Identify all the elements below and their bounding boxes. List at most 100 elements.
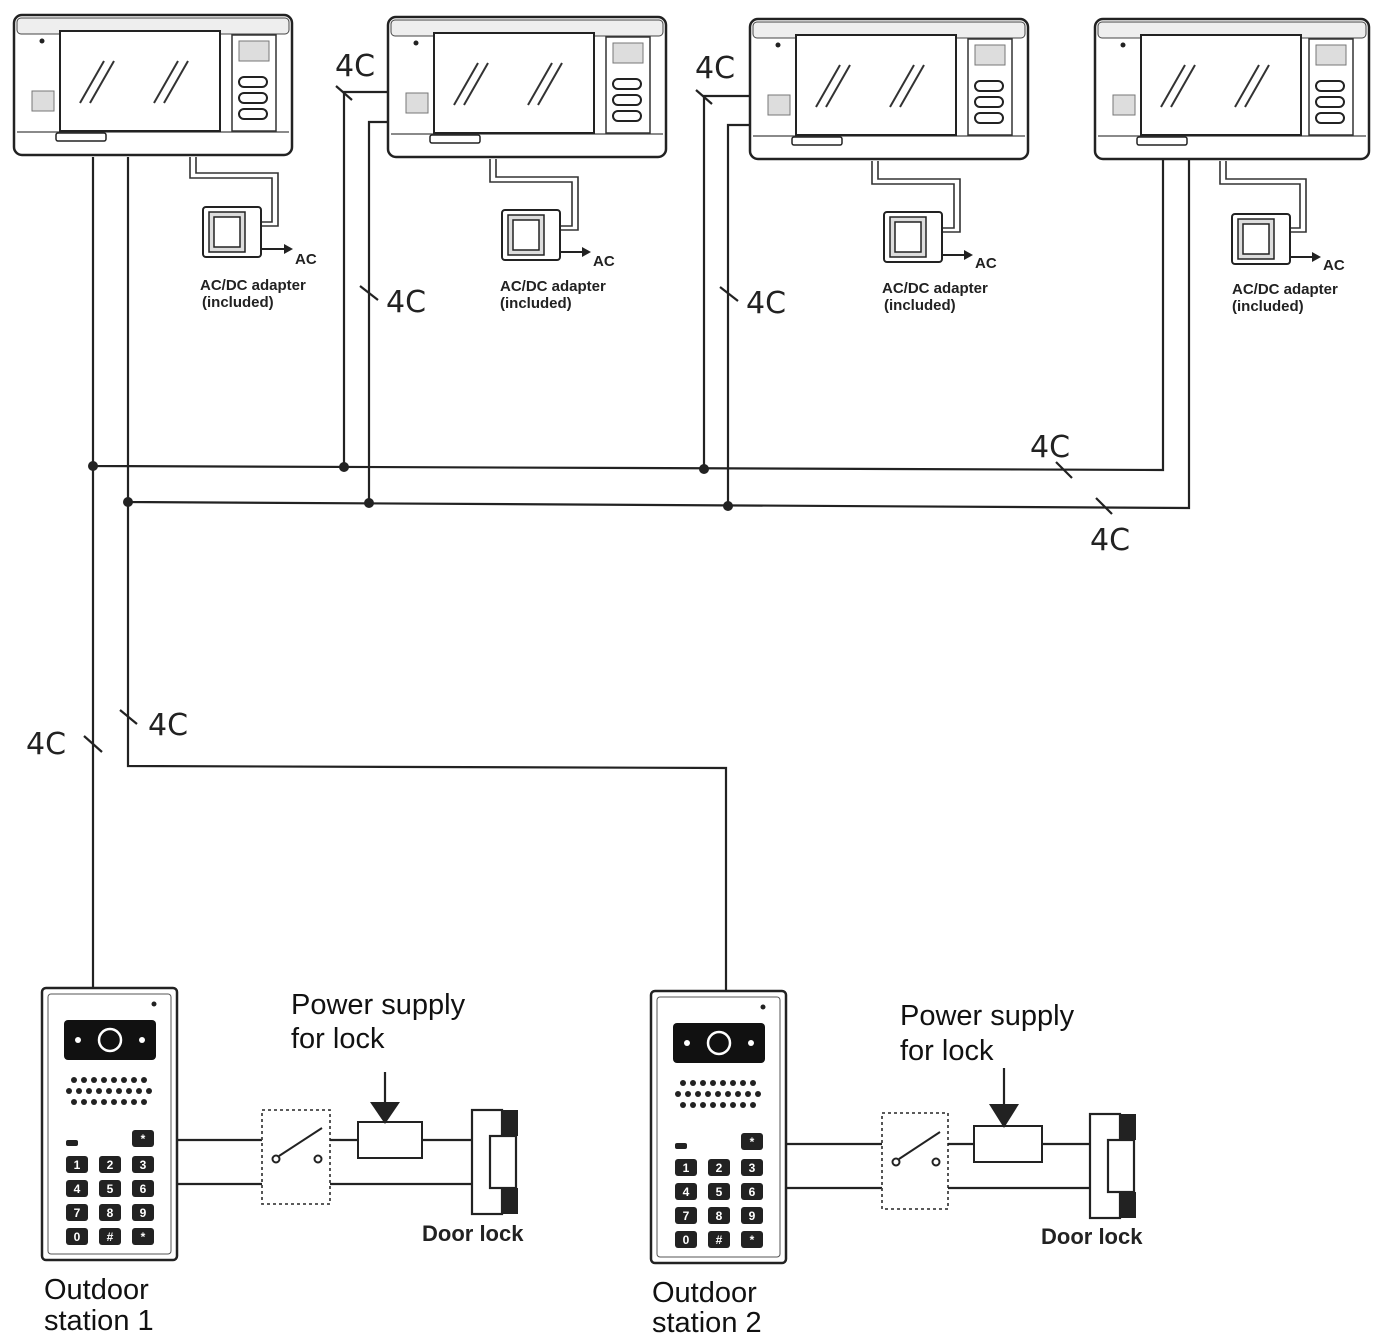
speaker-grille — [675, 1080, 761, 1108]
keypad-key[interactable]: 5 — [99, 1180, 121, 1197]
ac-dc-adapter-3: AC AC/DC adapter (included) — [871, 161, 997, 314]
cable-tick — [119, 709, 138, 725]
adapter-label: AC/DC adapter — [200, 277, 306, 294]
svg-text:2: 2 — [716, 1161, 723, 1175]
svg-text:3: 3 — [749, 1161, 756, 1175]
svg-text:7: 7 — [74, 1206, 81, 1220]
adapter-label: AC/DC adapter — [882, 280, 988, 297]
ac-dc-adapter-1: AC AC/DC adapter (included) — [189, 157, 317, 311]
keypad-key[interactable]: 9 — [741, 1207, 763, 1224]
keypad-key[interactable]: 9 — [132, 1204, 154, 1221]
ac-label: AC — [975, 255, 997, 272]
arrow-down-icon — [989, 1104, 1019, 1128]
keypad-key[interactable]: 2 — [708, 1159, 730, 1176]
cable-tick — [719, 286, 739, 302]
monitor-button — [238, 76, 268, 88]
adapter-included-label: (included) — [202, 294, 274, 311]
svg-text:5: 5 — [716, 1185, 723, 1199]
cable-label: 4C — [26, 727, 66, 762]
svg-text:5: 5 — [107, 1182, 114, 1196]
adapter-label: AC/DC adapter — [500, 278, 606, 295]
indoor-monitor-2 — [386, 15, 668, 159]
keypad-key[interactable]: * — [132, 1130, 154, 1147]
keypad-key[interactable]: * — [132, 1228, 154, 1245]
adapter-label: AC/DC adapter — [1232, 281, 1338, 298]
keypad-key[interactable]: 4 — [66, 1180, 88, 1197]
monitor-2-drop-a — [342, 90, 388, 467]
monitor-2-drop-b — [367, 120, 388, 503]
svg-text:*: * — [141, 1230, 146, 1244]
outdoor-station-2: * 1 2 3 4 5 6 7 8 9 0 # * — [649, 989, 788, 1265]
keypad-key[interactable]: * — [741, 1231, 763, 1248]
junction-dot — [123, 497, 133, 507]
cable-label: 4C — [1030, 430, 1070, 465]
svg-text:6: 6 — [140, 1182, 147, 1196]
monitor-screen — [59, 30, 221, 132]
keypad-key[interactable]: * — [741, 1133, 763, 1150]
svg-text:#: # — [716, 1233, 723, 1247]
svg-text:9: 9 — [140, 1206, 147, 1220]
junction-dot — [88, 461, 98, 471]
keypad-key[interactable]: 3 — [132, 1156, 154, 1173]
ac-label: AC — [295, 251, 317, 268]
ac-label: AC — [1323, 257, 1345, 274]
keypad-key[interactable]: 2 — [99, 1156, 121, 1173]
svg-text:2: 2 — [107, 1158, 114, 1172]
monitor-screen — [433, 32, 595, 134]
cable-tick — [695, 89, 713, 105]
cable-tick — [359, 285, 379, 301]
keypad-key[interactable]: # — [708, 1231, 730, 1248]
monitor-button — [612, 110, 642, 122]
power-supply-label: Power supply — [291, 989, 466, 1021]
svg-text:4: 4 — [683, 1185, 690, 1199]
monitor-button — [238, 92, 268, 104]
monitor-screen — [1140, 34, 1302, 136]
cable-label: 4C — [148, 708, 188, 743]
keypad-key[interactable]: 0 — [675, 1231, 697, 1248]
svg-text:3: 3 — [140, 1158, 147, 1172]
power-supply-label: for lock — [900, 1035, 994, 1067]
cable-label: 4C — [335, 49, 375, 84]
keypad-key[interactable]: 8 — [708, 1207, 730, 1224]
svg-text:9: 9 — [749, 1209, 756, 1223]
station-2-wire — [126, 502, 728, 993]
lock-circuit-2 — [786, 1068, 1136, 1220]
door-lock-label: Door lock — [1041, 1224, 1143, 1249]
station-2-label: station 2 — [652, 1307, 762, 1336]
keypad-key[interactable]: 7 — [66, 1204, 88, 1221]
indoor-monitor-3 — [748, 17, 1030, 161]
door-lock-label: Door lock — [422, 1221, 524, 1246]
keypad-key[interactable]: 7 — [675, 1207, 697, 1224]
power-supply-label: Power supply — [900, 1000, 1075, 1032]
keypad-key[interactable]: 8 — [99, 1204, 121, 1221]
keypad-key[interactable]: # — [99, 1228, 121, 1245]
keypad-key[interactable]: 6 — [741, 1183, 763, 1200]
monitor-button — [612, 78, 642, 90]
monitor-button — [974, 80, 1004, 92]
camera-icon — [706, 1030, 732, 1056]
svg-text:1: 1 — [74, 1158, 81, 1172]
cable-label: 4C — [1090, 523, 1130, 558]
keypad-key[interactable]: 5 — [708, 1183, 730, 1200]
keypad-key[interactable]: 4 — [675, 1183, 697, 1200]
keypad: * 1 2 3 4 5 6 7 8 9 0 # * — [675, 1133, 763, 1248]
keypad-key[interactable]: 6 — [132, 1180, 154, 1197]
monitor-button — [612, 94, 642, 106]
svg-text:8: 8 — [107, 1206, 114, 1220]
bus-b-wire — [126, 157, 1191, 510]
lock-power-supply — [357, 1121, 423, 1159]
keypad-key[interactable]: 0 — [66, 1228, 88, 1245]
ac-dc-adapter-4: AC AC/DC adapter (included) — [1219, 161, 1345, 315]
svg-text:1: 1 — [683, 1161, 690, 1175]
monitor-button — [1315, 80, 1345, 92]
ac-label: AC — [593, 253, 615, 270]
ac-dc-adapter-2: AC AC/DC adapter (included) — [489, 159, 615, 312]
keypad-key[interactable]: 3 — [741, 1159, 763, 1176]
svg-text:7: 7 — [683, 1209, 690, 1223]
adapter-included-label: (included) — [1232, 298, 1304, 315]
cable-tick — [1095, 497, 1113, 515]
cable-label: 4C — [695, 51, 735, 86]
keypad-key[interactable]: 1 — [66, 1156, 88, 1173]
cable-labels: 4C 4C 4C 4C 4C 4C 4C 4C — [26, 49, 1130, 762]
keypad-key[interactable]: 1 — [675, 1159, 697, 1176]
